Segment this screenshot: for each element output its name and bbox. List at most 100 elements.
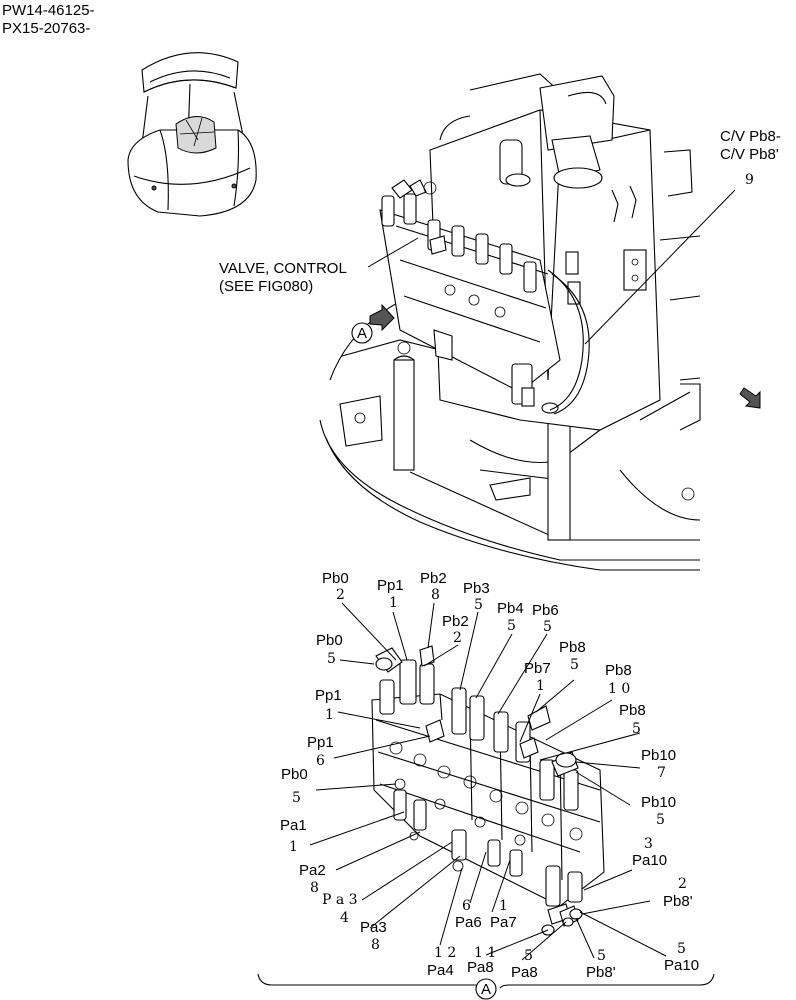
svg-text:Pa7: Pa7	[490, 914, 517, 931]
front-direction-arrow-icon	[739, 387, 761, 409]
svg-text:1 0: 1 0	[608, 681, 630, 697]
svg-text:Pb6: Pb6	[532, 602, 559, 619]
svg-text:Pa3: Pa3	[360, 919, 387, 936]
svg-text:Pb8: Pb8	[619, 702, 646, 719]
control-valve-exploded-view	[371, 645, 605, 936]
svg-text:8: 8	[431, 587, 440, 603]
svg-text:Pb10: Pb10	[641, 747, 676, 764]
machine-location-thumbnail	[127, 52, 257, 217]
svg-text:2: 2	[336, 587, 345, 603]
svg-text:5: 5	[327, 651, 336, 667]
svg-text:Pb8': Pb8'	[586, 964, 616, 981]
svg-text:A: A	[481, 981, 491, 998]
svg-text:Pb0: Pb0	[322, 570, 349, 587]
svg-text:Pa8: Pa8	[511, 964, 538, 981]
svg-text:5: 5	[474, 597, 483, 613]
svg-text:1: 1	[389, 595, 398, 611]
svg-text:5: 5	[656, 812, 665, 828]
svg-text:Pb4: Pb4	[497, 600, 524, 617]
svg-text:4: 4	[340, 910, 349, 926]
svg-text:Pa4: Pa4	[427, 962, 454, 979]
svg-text:Pa2: Pa2	[299, 862, 326, 879]
svg-text:5: 5	[597, 948, 606, 964]
svg-text:6: 6	[316, 753, 325, 769]
svg-text:Pa6: Pa6	[455, 914, 482, 931]
svg-text:Pb0: Pb0	[316, 632, 343, 649]
svg-text:5: 5	[507, 618, 516, 634]
serial-range-1: PW14-46125-	[2, 2, 95, 19]
svg-text:Pb3: Pb3	[463, 580, 490, 597]
svg-text:(SEE FIG080): (SEE FIG080)	[219, 278, 313, 295]
svg-text:VALVE, CONTROL: VALVE, CONTROL	[219, 260, 347, 277]
svg-text:2: 2	[678, 876, 687, 892]
svg-text:1: 1	[325, 707, 334, 723]
svg-text:5: 5	[543, 619, 552, 635]
check-valve-callout: C/V Pb8- C/V Pb8' 9	[720, 128, 781, 188]
svg-text:8: 8	[310, 880, 319, 896]
svg-text:Pb7: Pb7	[524, 660, 551, 677]
svg-text:Pb10: Pb10	[641, 794, 676, 811]
svg-text:1 1: 1 1	[474, 945, 496, 961]
svg-text:Pa8: Pa8	[467, 959, 494, 976]
svg-text:Pp1: Pp1	[315, 687, 342, 704]
serial-range-2: PX15-20763-	[2, 20, 90, 37]
svg-text:1: 1	[499, 898, 508, 914]
svg-text:Pa1: Pa1	[280, 817, 307, 834]
svg-text:5: 5	[632, 721, 641, 737]
control-valve-callout: VALVE, CONTROL (SEE FIG080)	[219, 237, 419, 295]
svg-text:Pb8: Pb8	[559, 639, 586, 656]
svg-text:6: 6	[462, 898, 471, 914]
svg-text:Pp1: Pp1	[307, 734, 334, 751]
view-a-bracket: A	[257, 973, 715, 1000]
svg-text:8: 8	[371, 937, 380, 953]
svg-text:Pb8: Pb8	[605, 662, 632, 679]
svg-text:Pb8': Pb8'	[663, 893, 693, 910]
part-label: P a 3 4	[322, 892, 358, 926]
view-a-marker-upper: A	[351, 322, 373, 344]
svg-text:Pa10: Pa10	[632, 852, 667, 869]
svg-text:1: 1	[536, 678, 545, 694]
svg-text:Pb0: Pb0	[281, 766, 308, 783]
part-leader-lines	[309, 602, 667, 961]
view-a-arrow-icon	[369, 303, 395, 332]
svg-text:A: A	[357, 325, 367, 342]
svg-text:9: 9	[745, 172, 754, 188]
svg-text:Pb2: Pb2	[442, 613, 469, 630]
svg-text:5: 5	[570, 657, 579, 673]
svg-text:3: 3	[644, 836, 653, 852]
svg-text:1: 1	[289, 839, 298, 855]
svg-text:1 2: 1 2	[434, 945, 456, 961]
machine-frame-view	[319, 73, 761, 571]
svg-text:5: 5	[292, 790, 301, 806]
svg-text:C/V Pb8': C/V Pb8'	[720, 146, 779, 163]
svg-text:Pb2: Pb2	[420, 570, 447, 587]
svg-text:7: 7	[657, 765, 666, 781]
svg-text:P a 3: P a 3	[322, 892, 358, 908]
svg-text:5: 5	[677, 941, 686, 957]
